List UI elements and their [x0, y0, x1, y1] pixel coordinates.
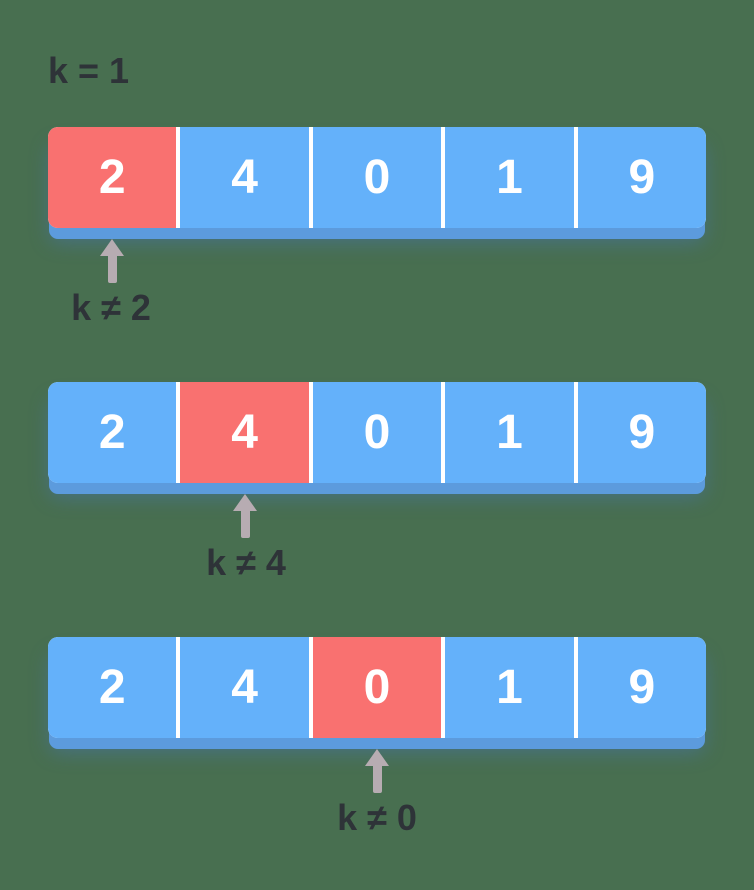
array-cell: 4: [180, 382, 309, 483]
page-title: k = 1: [48, 50, 130, 91]
comparison-label: k ≠ 0: [337, 797, 417, 838]
array-cell: 0: [312, 637, 442, 738]
array-cell: 0: [312, 127, 442, 228]
arrow-head: [233, 494, 257, 511]
array-cell: 2: [48, 382, 177, 483]
arrow-stem: [240, 511, 250, 538]
comparison-label: k ≠ 2: [71, 287, 151, 328]
array-cell: 1: [445, 637, 574, 738]
array-row: 2 4 0 1 9: [48, 127, 706, 228]
arrow-stem: [107, 256, 117, 283]
arrow-up-icon: [233, 494, 257, 538]
array-cell: 9: [577, 637, 706, 738]
arrow-head: [365, 749, 389, 766]
array-cell: 9: [577, 382, 706, 483]
array-cell: 2: [48, 127, 177, 228]
array-cell: 2: [48, 637, 177, 738]
comparison-label: k ≠ 4: [206, 542, 286, 583]
array-cell: 1: [445, 382, 574, 483]
arrow-head: [100, 239, 124, 256]
array-cell: 9: [577, 127, 706, 228]
arrow-up-icon: [365, 749, 389, 793]
arrow-up-icon: [100, 239, 124, 283]
array-row: 2 4 0 1 9: [48, 382, 706, 483]
array-cell: 0: [312, 382, 442, 483]
array-cell: 1: [445, 127, 574, 228]
array-row: 2 4 0 1 9: [48, 637, 706, 738]
search-step-2: 2 4 0 1 9 k ≠ 4: [0, 382, 754, 637]
array-cell: 4: [180, 637, 309, 738]
arrow-stem: [372, 766, 382, 793]
search-step-3: 2 4 0 1 9 k ≠ 0: [0, 637, 754, 890]
search-step-1: 2 4 0 1 9 k ≠ 2: [0, 127, 754, 382]
array-cell: 4: [180, 127, 309, 228]
